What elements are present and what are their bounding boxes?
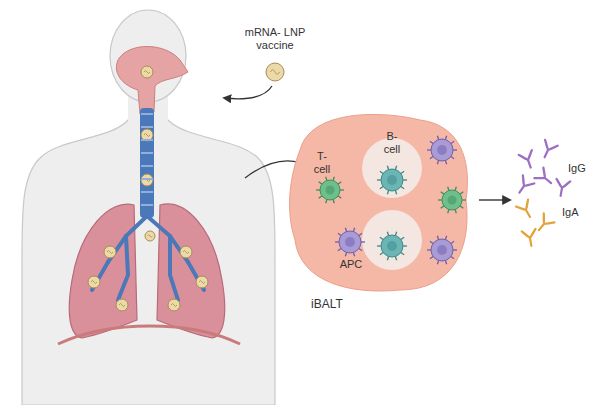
immune-cell xyxy=(438,187,466,214)
cell-label: B- cell xyxy=(380,130,404,155)
left-lung xyxy=(69,204,137,338)
vaccine-particles xyxy=(88,63,284,311)
flow-arrow xyxy=(479,199,510,200)
lnp-particle xyxy=(196,276,208,288)
antibody xyxy=(538,140,557,160)
bronchus xyxy=(118,236,128,300)
immune-cell xyxy=(377,166,407,195)
inhalation-arrow xyxy=(224,86,272,99)
trachea xyxy=(140,108,154,218)
cell-label: T- cell xyxy=(310,150,334,175)
trachea-ring xyxy=(141,165,153,167)
lnp-particle xyxy=(141,129,153,141)
antibody xyxy=(519,150,538,170)
trachea-ring xyxy=(141,139,153,141)
bronchus xyxy=(170,236,178,300)
ibalt-blob xyxy=(290,114,468,291)
lnp-particle xyxy=(180,246,192,258)
follicle xyxy=(362,210,422,270)
antibody xyxy=(514,175,535,196)
trachea-ring xyxy=(141,191,153,193)
vaccine-label: mRNA- LNP vaccine xyxy=(242,26,308,51)
bronchi xyxy=(92,216,204,300)
lnp-particle xyxy=(88,276,100,288)
lnp-particle xyxy=(141,174,153,186)
antibody-group: IgG IgA xyxy=(512,140,596,250)
lnp-particle xyxy=(168,299,180,311)
antibodies xyxy=(514,140,571,247)
nasal-cavity xyxy=(116,47,188,115)
lnp-particle xyxy=(266,63,284,81)
trachea-ring xyxy=(141,178,153,180)
antibody xyxy=(554,179,571,197)
immune-cell xyxy=(427,136,457,165)
lnp-particle xyxy=(116,299,128,311)
immune-cell xyxy=(335,228,365,257)
immune-cells xyxy=(316,136,466,265)
immune-cell xyxy=(427,236,457,265)
diaphragm xyxy=(58,326,240,344)
trachea-ring xyxy=(141,152,153,154)
lnp-particle xyxy=(141,66,153,78)
immune-cell xyxy=(377,232,407,261)
cell-label: APC xyxy=(336,258,366,271)
antibody-label: IgG xyxy=(568,162,586,175)
ibalt-region: iBALT xyxy=(285,110,477,320)
right-lung xyxy=(157,204,225,338)
region-label: iBALT xyxy=(311,298,343,312)
trachea-ring xyxy=(141,113,153,115)
trachea-ring xyxy=(141,204,153,206)
antibody xyxy=(533,213,554,234)
antibody xyxy=(522,229,539,247)
antibody xyxy=(534,167,555,188)
antibody xyxy=(516,200,536,221)
lnp-particle xyxy=(145,231,155,241)
trachea-ring xyxy=(141,126,153,128)
antibody-label: IgA xyxy=(562,206,579,219)
lnp-particle xyxy=(104,246,116,258)
immune-cell xyxy=(316,177,344,204)
